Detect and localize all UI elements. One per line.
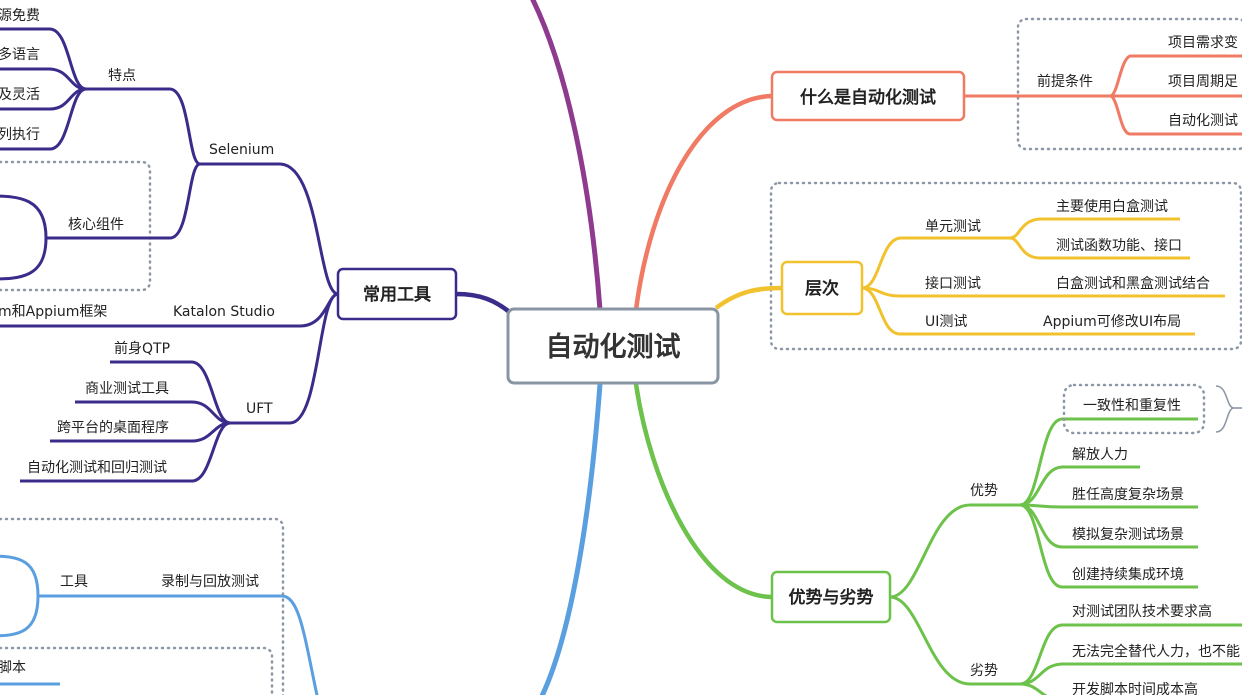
branch-record (0, 554, 319, 695)
selenium-label: Selenium (209, 142, 274, 158)
node-what-label: 什么是自动化测试 (800, 87, 936, 108)
pros-item-5: 创建持续集成环境 (1072, 566, 1184, 583)
node-levels-box[interactable] (780, 260, 864, 316)
record-label: 录制与回放测试 (161, 574, 259, 590)
level-api: 接口测试 (925, 275, 981, 292)
uft-item-3: 跨平台的桌面程序 (57, 420, 169, 436)
frame-levels (769, 181, 1242, 351)
level-ui-item: Appium可修改UI布局 (1043, 314, 1181, 330)
core-label: 核心组件 (68, 217, 124, 233)
cons-item-3: 开发脚本时间成本高 (1072, 681, 1198, 695)
level-unit: 单元测试 (925, 219, 981, 235)
pros-item-4: 模拟复杂测试场景 (1072, 526, 1184, 543)
level-ui: UI测试 (925, 314, 967, 330)
feature-item-3: 及灵活 (0, 87, 40, 103)
branch-magenta (530, 0, 603, 311)
premise-item-3: 自动化测试 (1168, 113, 1238, 129)
level-unit-item-2: 测试函数功能、接口 (1056, 237, 1182, 254)
frame-premise (1016, 17, 1242, 151)
frame-record (0, 517, 285, 695)
branch-blue (539, 383, 603, 695)
premise-item-1: 项目需求变 (1168, 35, 1238, 51)
uft-label: UFT (246, 401, 273, 417)
branch-red (633, 54, 1242, 311)
node-tools-box[interactable] (336, 267, 458, 321)
cons-label: 劣势 (970, 663, 998, 679)
frame-consistency (1062, 383, 1206, 435)
level-unit-item-1: 主要使用白盒测试 (1056, 198, 1168, 215)
branch-yellow (714, 217, 1225, 336)
pros-item-1: 一致性和重复性 (1083, 397, 1181, 414)
record-tool: 工具 (60, 574, 88, 590)
node-proscons-box[interactable] (770, 570, 892, 624)
node-tools-label: 常用工具 (363, 284, 431, 305)
level-api-item: 白盒测试和黑盒测试结合 (1056, 275, 1210, 292)
node-proscons-label: 优势与劣势 (789, 587, 874, 608)
feature-item-1: 源免费 (0, 8, 40, 24)
cons-item-2: 无法完全替代人力，也不能 (1072, 643, 1240, 660)
center-title: 自动化测试 (546, 331, 681, 363)
uft-item-2: 商业测试工具 (85, 381, 169, 397)
katalon-item: m和Appium框架 (0, 304, 107, 320)
uft-item-4: 自动化测试和回归测试 (27, 459, 167, 476)
feature-item-2: 多语言 (0, 46, 40, 63)
pros-item-2: 解放人力 (1072, 447, 1128, 463)
branch-purple (0, 27, 514, 483)
frame-script (0, 646, 274, 695)
node-what-box[interactable] (770, 70, 966, 122)
center-node[interactable] (506, 307, 720, 385)
pros-item-3: 胜任高度复杂场景 (1072, 486, 1184, 503)
feature-item-4: 列执行 (0, 127, 40, 143)
node-levels-label: 层次 (805, 278, 839, 299)
cons-item-1: 对测试团队技术要求高 (1072, 603, 1212, 620)
katalon-label: Katalon Studio (173, 304, 275, 320)
frame-core (0, 160, 152, 292)
uft-item-1: 前身QTP (114, 340, 170, 357)
premise-item-2: 项目周期足 (1168, 74, 1238, 90)
features-label: 特点 (108, 68, 136, 84)
premise-label: 前提条件 (1037, 73, 1093, 90)
record-script: 脚本 (0, 660, 26, 676)
pros-label: 优势 (970, 483, 998, 499)
branch-green (633, 383, 1242, 695)
summary-brace (1215, 385, 1235, 433)
